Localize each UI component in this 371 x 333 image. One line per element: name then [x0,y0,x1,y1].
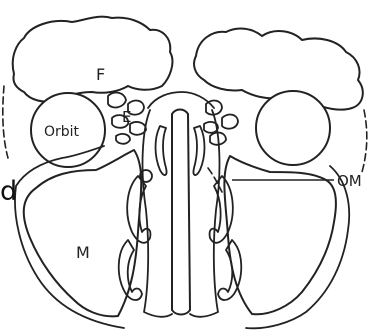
nasal-septum [172,110,190,315]
label-ostiomeatal: OM [337,172,362,190]
nasal-cavity-left [143,110,172,317]
dashed-margin-left [3,86,8,158]
orbit-right [256,91,330,165]
nasal-roof [148,92,214,108]
frontal-region-left [13,17,173,102]
label-orbit: Orbit [44,124,80,140]
ethmoid-cells-right [204,101,238,145]
label-frontal: F [96,65,105,84]
label-ethmoid: E [122,108,131,126]
label-maxillary: M [76,243,90,262]
dashed-margin-right [362,110,367,172]
panel-letter: d [0,176,17,207]
